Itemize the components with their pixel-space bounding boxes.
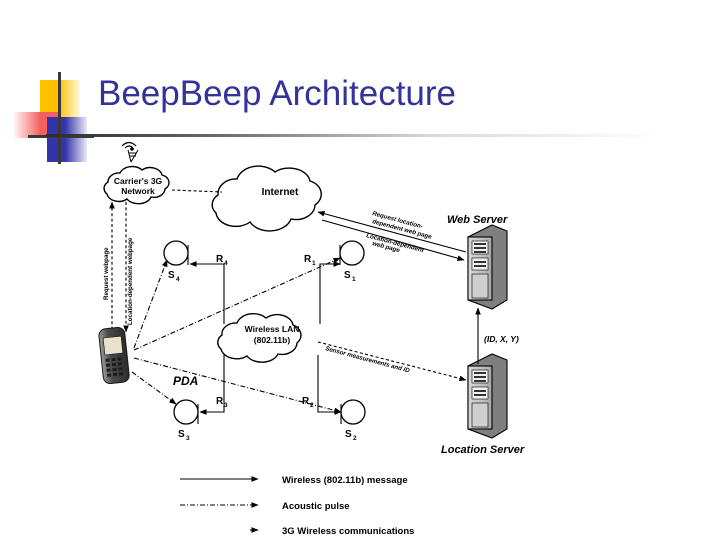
cloud-label-internet: Internet — [262, 187, 299, 198]
diagram-legend: Wireless (802.11b) message Acoustic puls… — [180, 475, 414, 537]
antenna-tower-icon — [121, 141, 139, 163]
cloud-wireless-lan: Wireless LAN (802.11b) — [217, 312, 302, 363]
acoustic-pulse-to-s3 — [131, 371, 177, 405]
edge-label-location-dependent-webpage: Location-dependent webpage — [127, 237, 134, 325]
router-label-r4: R — [216, 254, 224, 265]
architecture-diagram: Carrier's 3G Network Internet Request we… — [0, 140, 720, 540]
powerpoint-squares-logo — [14, 72, 94, 164]
cloud-label-carrier3g-line2: Network — [121, 186, 155, 196]
legend-label-wireless: Wireless (802.11b) message — [282, 475, 408, 486]
link-r2 — [317, 355, 342, 415]
location-server-icon — [467, 353, 508, 439]
sensor-sub-s1: 1 — [352, 276, 356, 283]
pda-device-icon — [98, 326, 130, 385]
link-location-dependent-page — [321, 219, 465, 261]
device-label-web-server: Web Server — [447, 214, 508, 226]
cloud-label-carrier3g-line1: Carrier's 3G — [114, 176, 163, 186]
sensor-node-s2: S 2 — [340, 399, 366, 442]
slide-header: BeepBeep Architecture — [0, 0, 720, 164]
edge-label-id-x-y: (ID, X, Y) — [484, 334, 519, 344]
legend-label-3g: 3G Wireless communications — [282, 526, 414, 537]
link-carrier3g-to-internet — [171, 189, 223, 193]
sensor-node-s4: S 4 — [163, 240, 189, 283]
cloud-label-wlan-line2: (802.11b) — [254, 335, 291, 345]
edge-label-request-webpage: Request webpage — [103, 247, 110, 300]
cloud-internet: Internet — [211, 165, 322, 232]
acoustic-pulse-to-s2 — [133, 357, 342, 414]
router-sub-r1: 1 — [312, 260, 316, 267]
link-r3 — [199, 355, 225, 415]
router-label-r1: R — [304, 254, 312, 265]
link-request-location-dependent-page — [317, 210, 467, 253]
sensor-node-s3: S 3 — [173, 399, 199, 442]
acoustic-pulse-to-s4 — [133, 259, 168, 349]
link-r4 — [189, 261, 225, 324]
edge-label-sensor-measurements: Sensor measurements and ID — [324, 345, 410, 374]
sensor-node-s1: S 1 — [339, 240, 365, 283]
page-title: BeepBeep Architecture — [98, 74, 457, 113]
legend-label-acoustic: Acoustic pulse — [282, 501, 350, 512]
cloud-label-wlan-line1: Wireless LAN — [245, 324, 300, 334]
sensor-sub-s3: 3 — [186, 435, 190, 442]
logo-blue-square — [47, 117, 87, 162]
link-sensor-measurements-and-id — [317, 341, 467, 382]
device-label-location-server: Location Server — [441, 444, 525, 456]
device-label-pda: PDA — [173, 374, 198, 388]
cloud-carrier-3g-network: Carrier's 3G Network — [103, 165, 170, 205]
sensor-label-s1: S — [344, 270, 351, 281]
sensor-sub-s2: 2 — [353, 435, 357, 442]
acoustic-pulse-to-s1 — [133, 257, 341, 351]
sensor-label-s3: S — [178, 429, 185, 440]
logo-vertical-rule — [58, 72, 61, 164]
sensor-label-s4: S — [168, 270, 175, 281]
web-server-icon — [467, 224, 508, 310]
sensor-label-s2: S — [345, 429, 352, 440]
router-sub-r3: 3 — [224, 402, 228, 409]
link-r1 — [319, 261, 341, 324]
title-underline — [46, 134, 666, 137]
router-sub-r2: 2 — [310, 402, 314, 409]
router-label-r2: R — [302, 396, 310, 407]
router-label-r3: R — [216, 396, 224, 407]
sensor-sub-s4: 4 — [176, 276, 180, 283]
router-sub-r4: 4 — [224, 260, 228, 267]
